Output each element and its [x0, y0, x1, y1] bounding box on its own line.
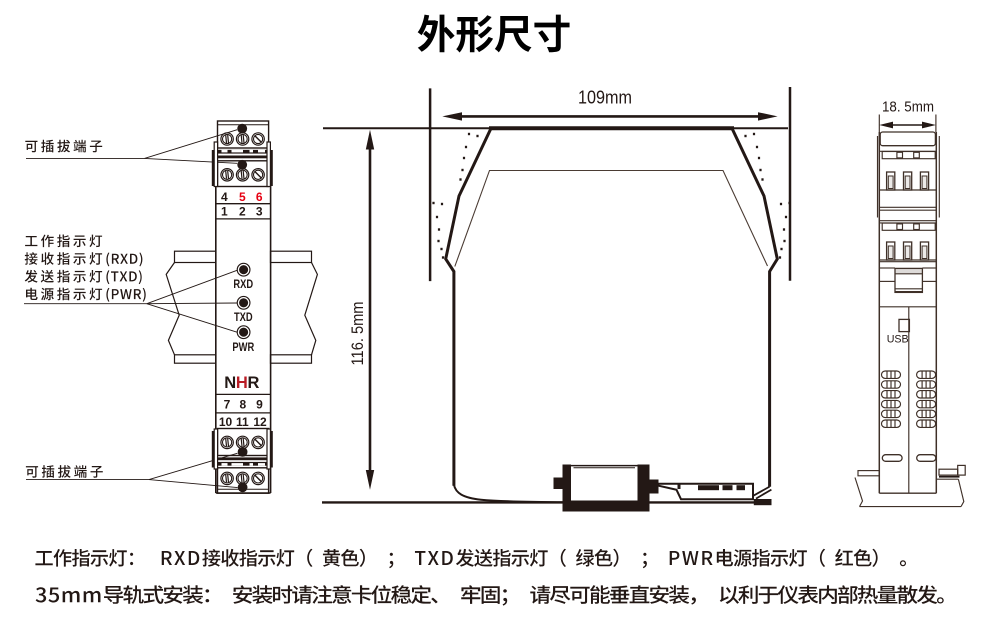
- svg-text:9: 9: [256, 398, 263, 412]
- svg-text:1: 1: [221, 204, 228, 218]
- svg-text:12: 12: [253, 415, 267, 429]
- svg-text:11: 11: [236, 415, 249, 429]
- svg-text:5: 5: [239, 190, 246, 204]
- svg-text:10: 10: [219, 415, 233, 429]
- svg-text:USB: USB: [887, 334, 909, 346]
- svg-text:7: 7: [224, 398, 231, 412]
- svg-text:NHR: NHR: [224, 373, 259, 392]
- svg-text:PWR: PWR: [232, 341, 254, 354]
- svg-text:109mm: 109mm: [578, 88, 632, 108]
- svg-text:RXD: RXD: [233, 278, 253, 291]
- svg-text:18. 5mm: 18. 5mm: [882, 99, 934, 115]
- svg-text:2: 2: [239, 204, 246, 218]
- svg-text:6: 6: [256, 190, 263, 204]
- svg-text:4: 4: [221, 190, 228, 204]
- svg-text:8: 8: [239, 398, 246, 412]
- svg-text:TXD: TXD: [234, 311, 253, 324]
- svg-text:3: 3: [256, 204, 263, 218]
- svg-text:116. 5mm: 116. 5mm: [349, 302, 367, 366]
